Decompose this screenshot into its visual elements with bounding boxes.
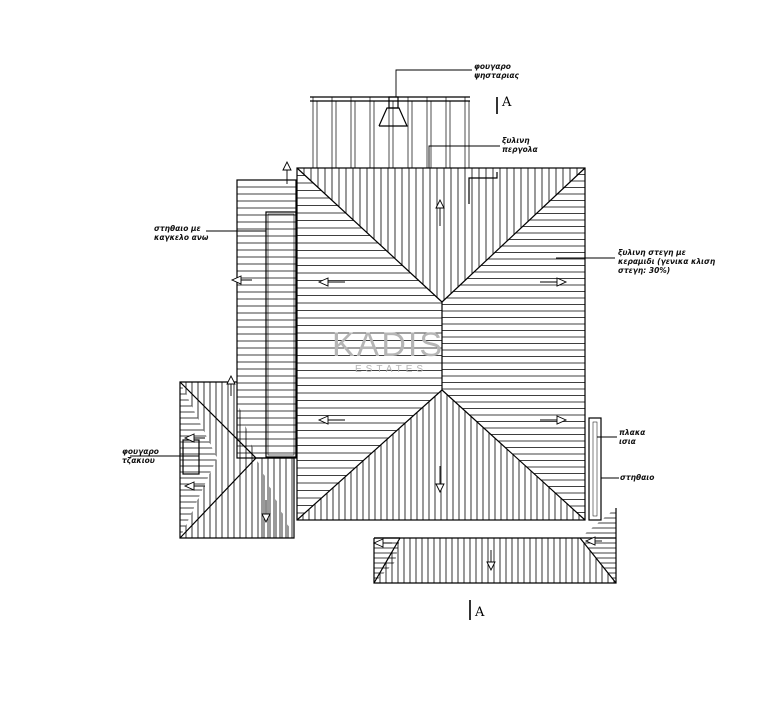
roof-outlines bbox=[179, 96, 617, 584]
watermark-brand: KADIS bbox=[332, 326, 445, 364]
watermark-subtitle: ESTATES bbox=[355, 364, 428, 375]
slope-arrow-u bbox=[282, 160, 292, 184]
slope-arrow-d bbox=[486, 550, 496, 572]
slope-arrow-r bbox=[540, 277, 568, 287]
pergola-posts bbox=[312, 97, 470, 168]
slope-arrow-l bbox=[317, 277, 345, 287]
roof-hatch-7 bbox=[185, 458, 289, 538]
section-mark-top: A bbox=[502, 95, 512, 110]
watermark-logo: KADIS bbox=[332, 326, 444, 365]
slope-arrow-l bbox=[372, 538, 392, 548]
label-parapet: στηθαιο bbox=[620, 473, 655, 482]
slope-arrow-d bbox=[261, 500, 271, 524]
slope-arrow-u bbox=[435, 198, 445, 226]
label-chimney-barbecue: φουγαρο ψησταριας bbox=[474, 62, 519, 80]
slope-arrow-l bbox=[317, 415, 345, 425]
roof-hatch-5 bbox=[185, 382, 253, 458]
roof-hatch-8 bbox=[261, 458, 293, 538]
slope-arrows bbox=[183, 160, 602, 572]
slope-arrow-r bbox=[540, 415, 568, 425]
label-terrace-railing: στηθαιο με καγκελο ανω bbox=[154, 224, 209, 242]
slope-arrow-l bbox=[183, 433, 205, 443]
label-fireplace-chimney: φουγαρο τζακιου bbox=[122, 447, 159, 465]
section-markers bbox=[469, 97, 498, 620]
roof-hatch-10 bbox=[379, 538, 615, 583]
label-flat-slab: πλακα ισια bbox=[619, 428, 646, 446]
slope-arrow-l bbox=[584, 536, 602, 546]
label-wooden-pergola: ξυλινη περγολα bbox=[502, 136, 538, 154]
label-roof-tiles: ξυλινη στεγη με κεραμιδι (γενικα κλιση σ… bbox=[618, 248, 716, 275]
leader-lines bbox=[130, 69, 619, 479]
slope-arrow-d bbox=[435, 466, 445, 494]
slope-arrow-l bbox=[230, 275, 252, 285]
roof-hatch-3 bbox=[302, 390, 580, 520]
slope-arrow-l bbox=[183, 481, 205, 491]
section-mark-bottom: A bbox=[475, 605, 485, 620]
slope-arrow-u bbox=[226, 374, 236, 396]
